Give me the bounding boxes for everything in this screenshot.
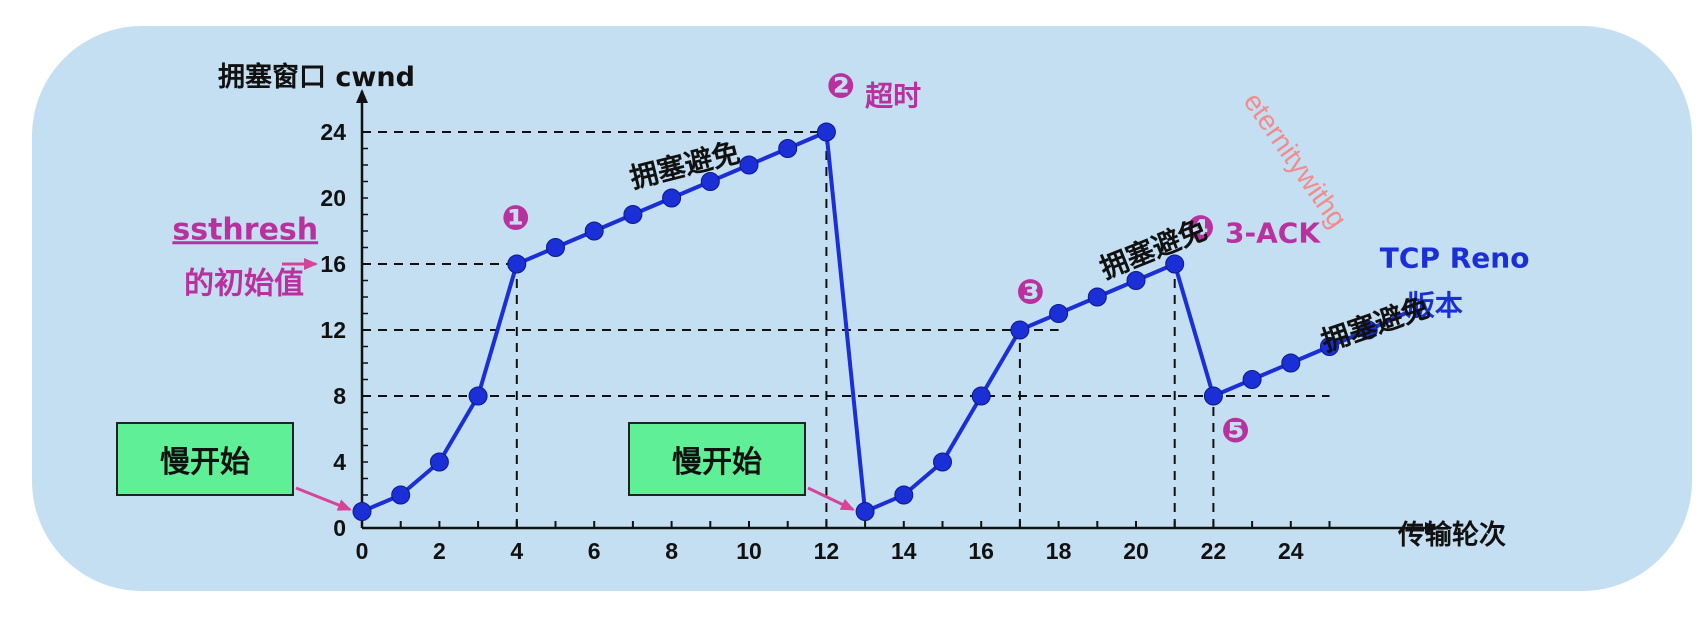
data-point xyxy=(1010,320,1030,340)
data-point xyxy=(1087,287,1107,307)
x-axis-label: 传输轮次 xyxy=(1397,519,1506,551)
data-point xyxy=(778,139,798,158)
slow-start-label: 慢开始 xyxy=(160,445,250,480)
annotation-ca3: 拥塞避免 xyxy=(1317,290,1434,358)
x-tick-label: 10 xyxy=(736,538,762,564)
slow-start-label: 慢开始 xyxy=(672,445,762,480)
x-tick-label: 0 xyxy=(356,538,369,564)
x-tick-label: 4 xyxy=(510,538,523,564)
x-tick-label: 12 xyxy=(814,538,840,564)
data-point xyxy=(1049,304,1069,323)
data-point xyxy=(1203,386,1223,406)
x-tick-label: 24 xyxy=(1278,538,1304,564)
annotation-m4label: 3-ACK xyxy=(1225,217,1321,250)
data-point xyxy=(584,221,604,241)
series-layer xyxy=(352,122,1410,521)
data-point xyxy=(1281,353,1301,373)
data-point xyxy=(352,502,372,521)
data-point xyxy=(546,238,565,257)
x-tick-label: 6 xyxy=(588,538,601,564)
x-tick-label: 14 xyxy=(891,538,917,564)
annotation-m4: ❹ xyxy=(1186,208,1215,248)
y-tick-label: 8 xyxy=(333,383,346,409)
data-point xyxy=(507,254,527,274)
annotation-m2: ❷ xyxy=(826,66,855,106)
data-point xyxy=(739,155,759,175)
data-point xyxy=(468,386,488,406)
x-tick-label: 22 xyxy=(1201,538,1227,564)
data-point xyxy=(1165,254,1185,274)
annotation-m1: ❶ xyxy=(501,198,530,238)
y-axis-label: 拥塞窗口 cwnd xyxy=(218,61,415,93)
data-point xyxy=(971,386,991,406)
data-point xyxy=(933,452,952,472)
annotation-reno1: TCP Reno xyxy=(1380,241,1530,274)
y-tick-label: 16 xyxy=(320,251,346,277)
data-point xyxy=(894,485,914,505)
data-point xyxy=(391,485,411,505)
y-tick-label: 0 xyxy=(333,515,346,541)
annotation-reno2: 版本 xyxy=(1407,289,1463,322)
y-tick-label: 12 xyxy=(320,317,346,343)
x-tick-label: 20 xyxy=(1123,538,1149,564)
y-tick-label: 4 xyxy=(333,449,346,475)
x-tick-label: 8 xyxy=(665,538,678,564)
data-point xyxy=(700,172,720,191)
annotation-ca1: 拥塞避免 xyxy=(627,136,744,195)
series-line xyxy=(361,130,1369,514)
slow-start-arrow xyxy=(807,486,855,511)
x-tick-label: 16 xyxy=(968,538,994,564)
slow-start-box-2: 慢开始 xyxy=(628,422,806,496)
x-tick-label: 2 xyxy=(433,538,446,564)
data-point xyxy=(623,205,643,224)
data-point xyxy=(816,122,836,142)
annotation-m3: ❸ xyxy=(1016,273,1045,313)
guide-lines xyxy=(362,131,1330,528)
data-point xyxy=(1126,271,1146,290)
data-point xyxy=(855,502,875,521)
x-tick-label: 18 xyxy=(1046,538,1072,564)
data-point xyxy=(1320,337,1339,356)
annotation-m2label: 超时 xyxy=(865,80,921,113)
slow-start-box-1: 慢开始 xyxy=(116,422,294,496)
annotation-m5: ❺ xyxy=(1221,411,1250,451)
slow-start-arrow xyxy=(295,486,352,511)
data-point xyxy=(429,452,449,472)
data-point xyxy=(1358,320,1378,340)
data-point xyxy=(1242,370,1262,389)
y-tick-label: 20 xyxy=(320,185,346,211)
annotation-ssthresh2: 的初始值 xyxy=(184,267,304,302)
annotation-ssthresh1: ssthresh xyxy=(172,212,318,247)
data-point xyxy=(662,188,682,208)
y-tick-label: 24 xyxy=(320,119,346,145)
